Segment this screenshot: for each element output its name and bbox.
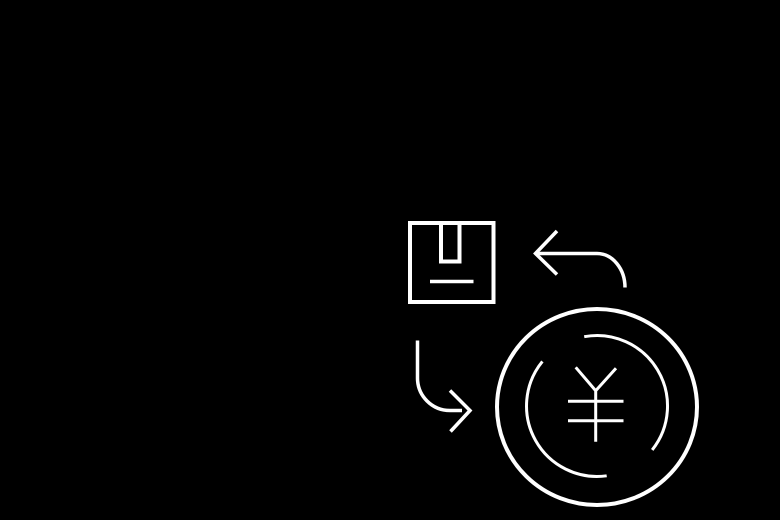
curved-arrow-down-right-icon xyxy=(415,340,473,433)
arrow-left-shaft xyxy=(536,251,627,288)
coin-outer-circle xyxy=(495,307,699,507)
yen-symbol xyxy=(568,366,624,442)
coin-inner-arc-right xyxy=(583,334,670,451)
arrow-down-right-head xyxy=(448,389,473,433)
coin-inner-arc-left xyxy=(525,360,607,478)
curved-arrow-left-icon xyxy=(533,229,627,288)
arrow-down-right-shaft xyxy=(415,340,462,413)
yen-coin-icon xyxy=(495,307,699,507)
arrow-left-head xyxy=(533,229,559,276)
box-outline xyxy=(408,221,496,304)
box-flap-slot xyxy=(439,221,462,264)
package-box-icon xyxy=(408,221,496,304)
